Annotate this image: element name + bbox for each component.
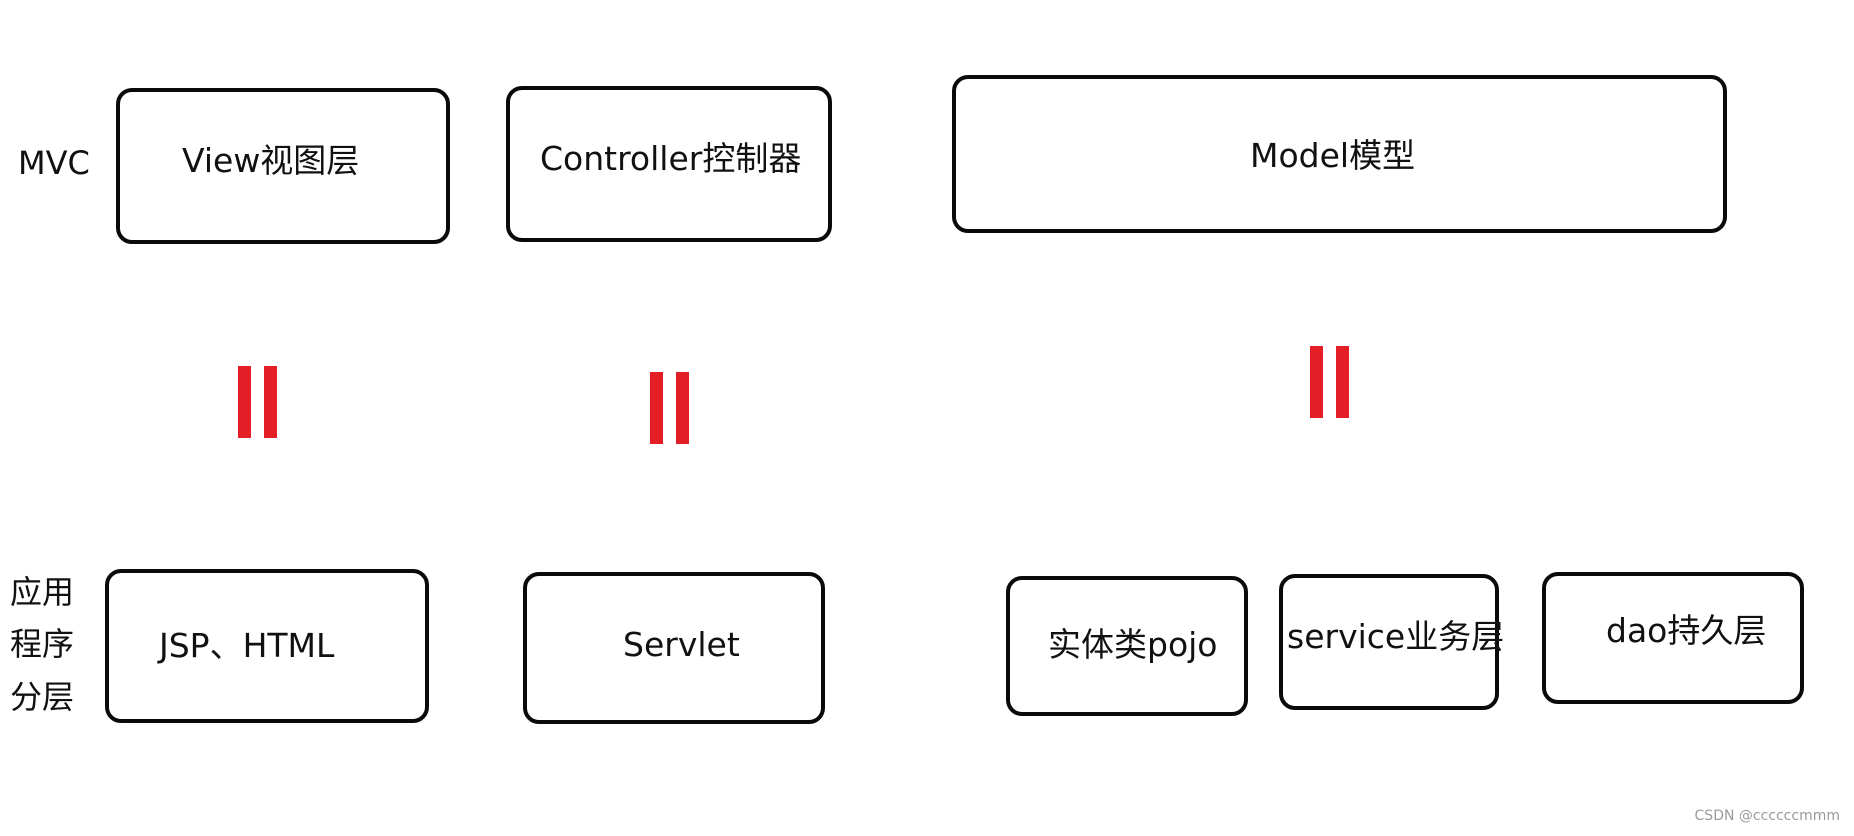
mvc-row-label: MVC (18, 144, 90, 182)
model-box-label: Model模型 (1250, 136, 1416, 175)
equals-bar (1310, 346, 1323, 418)
jsp-html-box: JSP、HTML (105, 569, 429, 723)
service-layer-box-label: service业务层 (1287, 617, 1505, 656)
dao-layer-box-label: dao持久层 (1606, 611, 1767, 650)
equals-bar (264, 366, 277, 438)
app-layer-row-label-line-3: 分层 (10, 678, 75, 716)
dao-layer-box: dao持久层 (1542, 572, 1804, 704)
servlet-box-label: Servlet (623, 625, 740, 664)
equals-bar (238, 366, 251, 438)
app-layer-row-label-line-1: 应用 (10, 573, 75, 611)
entity-pojo-box-label: 实体类pojo (1048, 625, 1218, 664)
csdn-watermark: CSDN @ccccccmmm (1694, 808, 1840, 824)
entity-pojo-box: 实体类pojo (1006, 576, 1248, 716)
controller-box: Controller控制器 (506, 86, 832, 242)
controller-box-label: Controller控制器 (540, 139, 802, 178)
view-box: View视图层 (116, 88, 450, 244)
model-box: Model模型 (952, 75, 1727, 233)
servlet-box: Servlet (523, 572, 825, 724)
jsp-html-box-label: JSP、HTML (159, 626, 335, 665)
equals-sign-model (1310, 346, 1349, 418)
equals-bar (650, 372, 663, 444)
app-layer-row-label-line-2: 程序 (10, 625, 75, 663)
equals-sign-controller (650, 372, 689, 444)
equals-bar (1336, 346, 1349, 418)
service-layer-box: service业务层 (1279, 574, 1504, 710)
view-box-label: View视图层 (182, 141, 360, 180)
equals-sign-view (238, 366, 277, 438)
equals-bar (676, 372, 689, 444)
